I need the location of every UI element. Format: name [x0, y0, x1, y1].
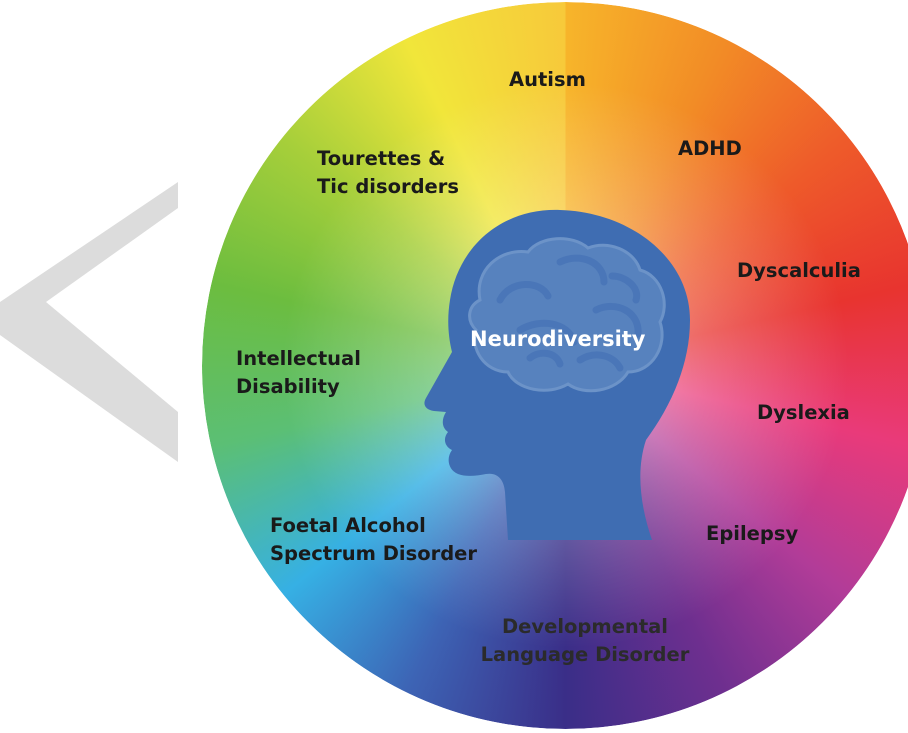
label-line: Intellectual: [236, 347, 361, 370]
label-dyscalculia: Dyscalculia: [737, 257, 861, 285]
label-line: Tic disorders: [317, 175, 460, 198]
label-line: Autism: [509, 68, 586, 91]
label-line: Spectrum Disorder: [270, 542, 478, 565]
brain-icon: [468, 237, 666, 393]
label-epilepsy: Epilepsy: [706, 520, 798, 548]
label-adhd: ADHD: [678, 135, 742, 163]
center-title: Neurodiversity: [470, 327, 646, 351]
label-line: Disability: [236, 375, 340, 398]
label-autism: Autism: [509, 66, 586, 94]
label-line: Epilepsy: [706, 522, 799, 545]
label-line: Language Disorder: [480, 643, 690, 666]
label-line: ADHD: [678, 137, 742, 160]
label-line: Tourettes &: [317, 147, 446, 170]
label-dyslexia: Dyslexia: [757, 399, 850, 427]
label-tourettes: Tourettes & Tic disorders: [317, 145, 459, 201]
label-line: Foetal Alcohol: [270, 514, 426, 537]
label-line: Dyslexia: [757, 401, 850, 424]
label-line: Developmental: [502, 615, 668, 638]
label-line: Dyscalculia: [737, 259, 861, 282]
